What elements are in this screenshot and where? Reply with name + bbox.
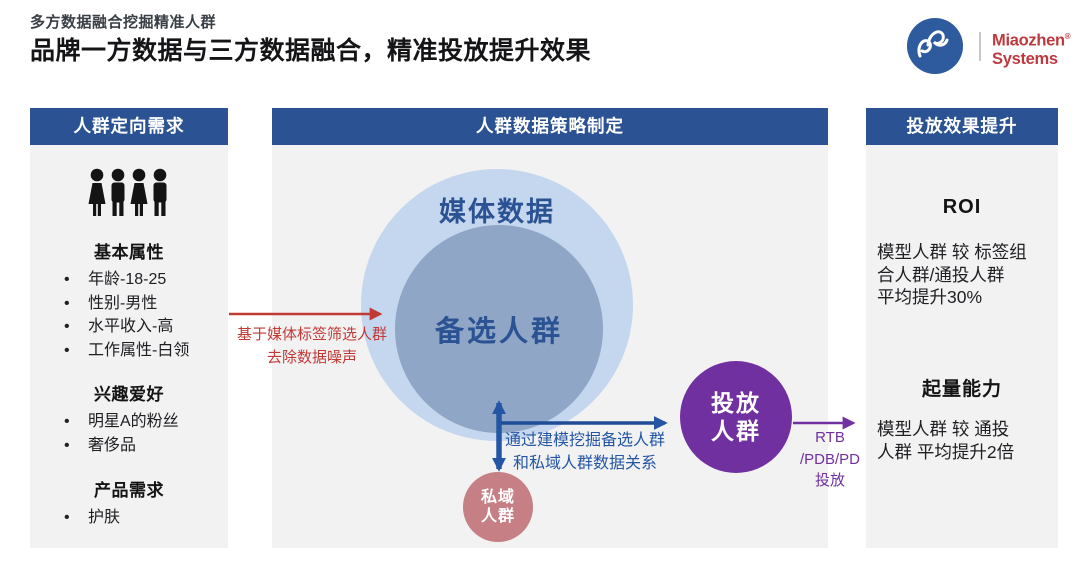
list-item: 工作属性-白领: [30, 339, 228, 363]
section-heading: 基本属性: [94, 243, 164, 262]
section-heading: 产品需求: [94, 481, 164, 500]
panel-left-header: 人群定向需求: [30, 108, 228, 145]
logo-divider: [979, 32, 981, 61]
deploy-note-line3: 投放: [814, 472, 845, 489]
candidate-audience-label: 备选人群: [434, 316, 563, 348]
private-audience-circle: 私域 人群: [463, 472, 533, 542]
model-note-line1: 通过建模挖掘备选人群: [504, 432, 665, 449]
private-audience-label-line1: 私域: [480, 489, 515, 506]
logo-wordmark: Miaozhen® Systems: [992, 28, 1071, 68]
volume-line1: 模型人群 较 通投: [877, 419, 1010, 439]
filter-note-line1: 基于媒体标签筛选人群: [236, 326, 387, 343]
deploy-audience-label-line1: 投放: [711, 390, 761, 416]
panel-audience-targeting-needs: 人群定向需求 基本属性 年龄-18-25 性别-男性 水平收入-高 工作属性-白…: [30, 108, 228, 548]
list-item: 水平收入-高: [30, 315, 228, 339]
model-note: 通过建模挖掘备选人群 和私域人群数据关系: [494, 430, 676, 475]
deploy-audience-label-line2: 人群: [711, 418, 761, 444]
deploy-note-line2: /PDB/PD: [799, 450, 860, 468]
panel-delivery-results: 投放效果提升 ROI 模型人群 较 标签组 合人群/通投人群 平均提升30% 起…: [866, 108, 1058, 548]
logo-brand-name2: Systems: [992, 49, 1058, 68]
section-interests: 兴趣爱好 明星A的粉丝 奢侈品: [30, 380, 228, 457]
volume-heading: 起量能力: [921, 379, 1002, 400]
roi-line3: 平均提升30%: [877, 287, 983, 307]
media-data-label: 媒体数据: [439, 197, 555, 227]
deploy-note: RTB /PDB/PD 投放: [789, 427, 871, 492]
attribute-list: 年龄-18-25 性别-男性 水平收入-高 工作属性-白领: [30, 268, 228, 362]
section-heading: 兴趣爱好: [94, 385, 164, 404]
list-item: 明星A的粉丝: [30, 410, 228, 434]
people-group-icon: [30, 168, 228, 227]
miaozhen-logo-mark-icon: [917, 30, 949, 58]
private-audience-label-line2: 人群: [480, 508, 515, 525]
interest-list: 明星A的粉丝 奢侈品: [30, 410, 228, 457]
slide-title: 品牌一方数据与三方数据融合，精准投放提升效果: [30, 37, 592, 65]
deploy-audience-circle: 投放 人群: [680, 361, 792, 473]
miaozhen-logo-icon: [907, 18, 963, 74]
section-basic-attributes: 基本属性 年龄-18-25 性别-男性 水平收入-高 工作属性-白领: [30, 238, 228, 362]
filter-note-line2: 去除数据噪声: [266, 349, 357, 366]
list-item: 性别-男性: [30, 292, 228, 316]
registered-mark: ®: [1064, 32, 1071, 41]
product-list: 护肤: [30, 506, 228, 530]
deploy-note-line1: RTB: [815, 429, 845, 446]
list-item: 护肤: [30, 506, 228, 530]
volume-description: 模型人群 较 通投 人群 平均提升2倍: [877, 418, 1055, 463]
roi-description: 模型人群 较 标签组 合人群/通投人群 平均提升30%: [877, 241, 1055, 309]
roi-line2: 合人群/通投人群: [877, 264, 1005, 285]
candidate-audience-circle: 备选人群: [395, 225, 603, 433]
list-item: 年龄-18-25: [30, 268, 228, 292]
section-product-needs: 产品需求 护肤: [30, 476, 228, 530]
volume-line2: 人群 平均提升2倍: [877, 441, 1015, 462]
panel-mid-header: 人群数据策略制定: [272, 108, 828, 145]
filter-note: 基于媒体标签筛选人群 去除数据噪声: [222, 323, 402, 369]
slide-kicker: 多方数据融合挖掘精准人群: [30, 14, 217, 31]
list-item: 奢侈品: [30, 434, 228, 458]
logo-brand-name: Miaozhen: [992, 31, 1065, 50]
model-note-line2: 和私域人群数据关系: [512, 454, 657, 472]
roi-heading: ROI: [942, 196, 982, 218]
panel-right-header: 投放效果提升: [866, 108, 1058, 145]
roi-line1: 模型人群 较 标签组: [877, 242, 1027, 262]
